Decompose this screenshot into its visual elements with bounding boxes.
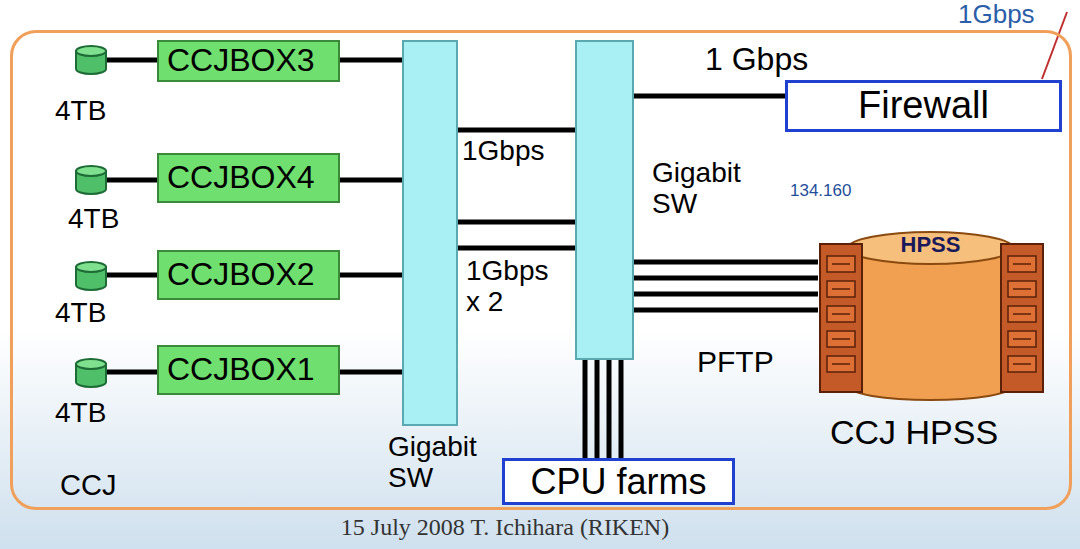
network-link: [634, 260, 818, 265]
link-label: 1Gbps: [462, 136, 545, 167]
node-label: Firewall: [858, 85, 989, 127]
disk-icon: [76, 166, 106, 194]
capacity-label: 4TB: [55, 96, 106, 127]
capacity-label: 4TB: [55, 398, 106, 429]
network-link: [619, 360, 624, 458]
network-link: [634, 94, 785, 99]
server-box: CCJBOX4: [157, 153, 340, 203]
node-label: CCJBOX2: [167, 257, 315, 292]
disk-link: [105, 178, 157, 183]
network-link: [458, 246, 575, 251]
firewall-box: Firewall: [785, 80, 1062, 132]
disk-icon: [76, 359, 106, 387]
node-label: CCJ HPSS: [830, 414, 998, 451]
leader-line: [1042, 12, 1067, 79]
disk-link: [105, 370, 157, 375]
network-link: [340, 370, 402, 375]
node-label: Gigabit SW: [388, 432, 488, 494]
network-link: [583, 360, 588, 458]
footer-note: 15 July 2008 T. Ichihara (RIKEN): [255, 514, 755, 540]
network-link: [634, 308, 818, 313]
protocol-label: PFTP: [697, 345, 774, 378]
network-link: [458, 220, 575, 225]
node-label: CCJBOX3: [167, 43, 315, 78]
storage-system: HPSSCCJ HPSS: [818, 228, 1045, 405]
node-label: CCJBOX4: [167, 160, 315, 195]
network-link: [607, 360, 612, 458]
switch-bar: Gigabit SW: [575, 40, 634, 360]
network-link: [634, 276, 818, 281]
link-label: 1Gbps x 2: [466, 256, 561, 318]
network-link: [340, 58, 402, 63]
network-link: [340, 273, 402, 278]
link-speed: 1Gbps: [958, 1, 1035, 27]
cpu-box: CPU farms: [502, 458, 735, 505]
server-box: CCJBOX2: [157, 250, 340, 300]
switch-bar: Gigabit SW: [402, 40, 458, 426]
node-label: CCJBOX1: [167, 352, 315, 387]
server-box: CCJBOX3: [157, 40, 340, 82]
disk-icon: [76, 46, 106, 74]
link-label: 1 Gbps: [705, 42, 808, 77]
node-label: HPSS: [848, 233, 1013, 257]
disk-link: [105, 58, 157, 63]
node-label: Gigabit SW: [652, 158, 762, 220]
capacity-label: 4TB: [68, 204, 119, 235]
network-address: 134.160: [790, 182, 851, 201]
network-link: [340, 178, 402, 183]
network-link: [634, 292, 818, 297]
capacity-label: 4TB: [55, 298, 106, 329]
node-label: CCJ: [60, 470, 116, 502]
server-box: CCJBOX1: [157, 345, 340, 395]
disk-icon: [76, 262, 106, 290]
node-label: CPU farms: [530, 462, 706, 502]
disk-link: [105, 273, 157, 278]
network-link: [458, 128, 575, 133]
network-link: [595, 360, 600, 458]
